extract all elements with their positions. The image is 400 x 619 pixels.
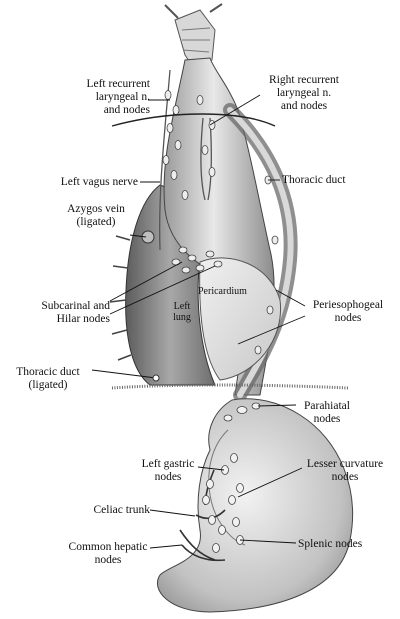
stomach: [157, 398, 354, 613]
label-right-recurrent: Right recurrent laryngeal n. and nodes: [269, 74, 339, 112]
lung-vessels: [109, 235, 132, 361]
diaphragm: [111, 383, 349, 390]
nodes-mediastinal: [162, 90, 279, 355]
thoracic-inlet-line: [111, 113, 276, 127]
label-azygos: Azygos vein (ligated): [67, 203, 125, 228]
label-left-vagus: Left vagus nerve: [60, 176, 138, 188]
label-parahiatal: Parahiatal nodes: [304, 400, 350, 425]
label-thoracic-duct-ligated: Thoracic duct (ligated): [16, 366, 80, 391]
trachea: [164, 3, 223, 71]
label-celiac-trunk: Celiac trunk: [93, 504, 150, 516]
label-lesser-curvature: Lesser curvature nodes: [306, 458, 384, 483]
leader-lines: [91, 94, 306, 549]
label-common-hepatic: Common hepatic nodes: [68, 541, 148, 566]
label-periesophageal: Periesophogeal nodes: [312, 299, 384, 324]
label-left-recurrent: Left recurrent laryngeal n. and nodes: [86, 78, 150, 116]
label-left-gastric: Left gastric nodes: [141, 458, 195, 483]
label-subcarinal: Subcarinal and Hilar nodes: [41, 300, 110, 325]
label-splenic: Splenic nodes: [298, 538, 363, 550]
label-thoracic-duct: Thoracic duct: [282, 174, 346, 186]
azygos-vein: [141, 230, 155, 244]
label-pericardium: Pericardium: [198, 286, 247, 297]
label-left-lung: Left lung: [173, 301, 191, 323]
